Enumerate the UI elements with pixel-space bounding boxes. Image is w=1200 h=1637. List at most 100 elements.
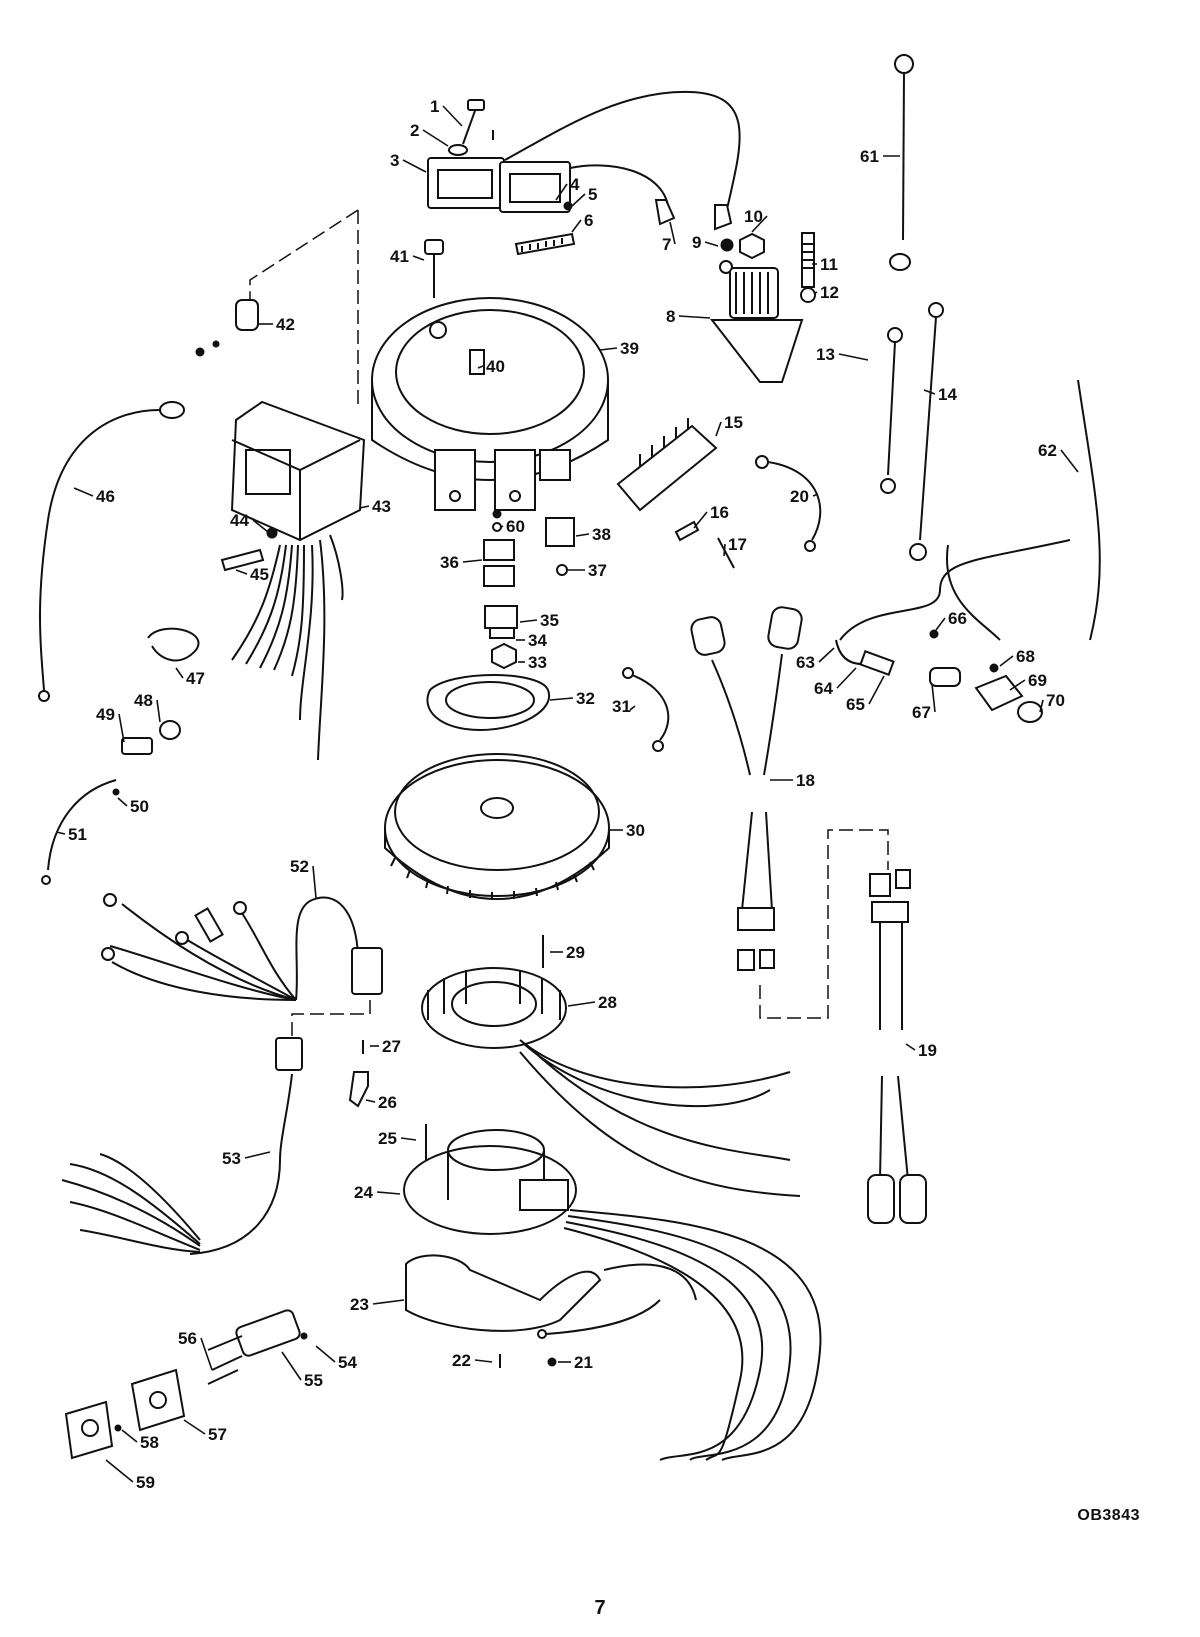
callout-41: 41 bbox=[390, 247, 425, 266]
leader-line-20 bbox=[812, 493, 819, 497]
leader-line-53 bbox=[244, 1151, 271, 1159]
leader-line-65 bbox=[868, 675, 885, 705]
starter-solenoid bbox=[709, 232, 816, 383]
callout-label-12: 12 bbox=[820, 283, 839, 302]
leader-line-36 bbox=[462, 559, 483, 563]
stator bbox=[421, 935, 801, 1197]
callout-32: 32 bbox=[549, 689, 595, 708]
callout-60: 60 bbox=[499, 517, 525, 536]
callout-26: 26 bbox=[365, 1093, 397, 1112]
stator-housing bbox=[371, 297, 609, 511]
callout-label-8: 8 bbox=[666, 307, 675, 326]
callout-57: 57 bbox=[183, 1419, 227, 1444]
callout-label-22: 22 bbox=[452, 1351, 471, 1370]
callout-label-49: 49 bbox=[96, 705, 115, 724]
callout-label-4: 4 bbox=[570, 175, 580, 194]
leader-line-52 bbox=[312, 865, 317, 899]
callout-label-21: 21 bbox=[574, 1353, 593, 1372]
leader-line-4 bbox=[555, 183, 568, 201]
callout-label-55: 55 bbox=[304, 1371, 323, 1390]
figure-code: OB3843 bbox=[1077, 1507, 1140, 1524]
callout-36: 36 bbox=[440, 553, 483, 572]
callout-label-35: 35 bbox=[540, 611, 559, 630]
battery-cable-19 bbox=[867, 869, 927, 1224]
leader-line-70 bbox=[1039, 699, 1044, 713]
rectifier bbox=[616, 418, 822, 569]
callout-label-59: 59 bbox=[136, 1473, 155, 1492]
leader-line-49 bbox=[118, 713, 125, 743]
callout-53: 53 bbox=[222, 1149, 271, 1168]
callout-43: 43 bbox=[359, 497, 391, 516]
callout-4: 4 bbox=[555, 175, 580, 201]
callout-38: 38 bbox=[575, 525, 611, 544]
callout-62: 62 bbox=[1038, 441, 1079, 473]
ground-straps-right bbox=[880, 54, 944, 561]
callout-35: 35 bbox=[519, 611, 559, 630]
callout-64: 64 bbox=[814, 667, 857, 698]
callout-label-70: 70 bbox=[1046, 691, 1065, 710]
leader-line-39 bbox=[599, 347, 618, 351]
leader-line-69 bbox=[1009, 679, 1026, 691]
callout-label-2: 2 bbox=[410, 121, 419, 140]
leader-line-68 bbox=[999, 655, 1014, 667]
key-switch bbox=[64, 1309, 308, 1460]
small-parts-left bbox=[41, 299, 259, 885]
callout-label-15: 15 bbox=[724, 413, 743, 432]
callout-9: 9 bbox=[692, 233, 719, 252]
callout-25: 25 bbox=[378, 1129, 417, 1148]
leader-line-17 bbox=[723, 543, 726, 557]
leader-line-56 bbox=[200, 1337, 213, 1371]
leader-line-48 bbox=[156, 699, 161, 723]
callout-label-16: 16 bbox=[710, 503, 729, 522]
callout-label-51: 51 bbox=[68, 825, 87, 844]
callout-44: 44 bbox=[230, 511, 269, 533]
callout-label-64: 64 bbox=[814, 679, 833, 698]
callout-label-42: 42 bbox=[276, 315, 295, 334]
callout-label-23: 23 bbox=[350, 1295, 369, 1314]
callout-58: 58 bbox=[121, 1429, 159, 1452]
callout-61: 61 bbox=[860, 147, 900, 166]
flywheel bbox=[384, 753, 610, 900]
callout-10: 10 bbox=[744, 207, 768, 233]
leader-line-47 bbox=[175, 667, 184, 679]
callout-49: 49 bbox=[96, 705, 125, 743]
callout-label-28: 28 bbox=[598, 993, 617, 1012]
page-number: 7 bbox=[594, 1597, 606, 1619]
leader-line-45 bbox=[235, 569, 248, 575]
leader-line-26 bbox=[365, 1099, 376, 1103]
callout-label-10: 10 bbox=[744, 207, 763, 226]
leader-line-15 bbox=[715, 421, 722, 437]
callout-48: 48 bbox=[134, 691, 161, 723]
callout-18: 18 bbox=[770, 771, 815, 790]
callout-label-7: 7 bbox=[662, 235, 671, 254]
callout-label-62: 62 bbox=[1038, 441, 1057, 460]
callout-42: 42 bbox=[258, 315, 295, 334]
leader-line-31 bbox=[629, 705, 636, 711]
callout-label-38: 38 bbox=[592, 525, 611, 544]
callout-label-27: 27 bbox=[382, 1037, 401, 1056]
callout-2: 2 bbox=[410, 121, 449, 147]
callout-label-52: 52 bbox=[290, 857, 309, 876]
leader-line-19 bbox=[905, 1043, 916, 1051]
callout-label-36: 36 bbox=[440, 553, 459, 572]
leader-line-28 bbox=[567, 1001, 596, 1007]
callout-label-5: 5 bbox=[588, 185, 597, 204]
callout-56: 56 bbox=[178, 1329, 213, 1371]
leader-line-1 bbox=[442, 105, 463, 127]
leader-line-22 bbox=[474, 1359, 493, 1363]
callout-label-24: 24 bbox=[354, 1183, 373, 1202]
callout-65: 65 bbox=[846, 675, 885, 714]
leader-line-64 bbox=[836, 667, 857, 689]
callout-47: 47 bbox=[175, 667, 205, 688]
callout-label-9: 9 bbox=[692, 233, 701, 252]
callout-24: 24 bbox=[354, 1183, 401, 1202]
callout-34: 34 bbox=[516, 631, 547, 650]
leader-line-41 bbox=[412, 255, 425, 261]
callout-label-44: 44 bbox=[230, 511, 249, 530]
screw-41 bbox=[424, 239, 444, 298]
callout-label-69: 69 bbox=[1028, 671, 1047, 690]
battery-cable-18 bbox=[690, 606, 803, 971]
callout-68: 68 bbox=[999, 647, 1035, 667]
callout-8: 8 bbox=[666, 307, 711, 326]
callout-label-17: 17 bbox=[728, 535, 747, 554]
